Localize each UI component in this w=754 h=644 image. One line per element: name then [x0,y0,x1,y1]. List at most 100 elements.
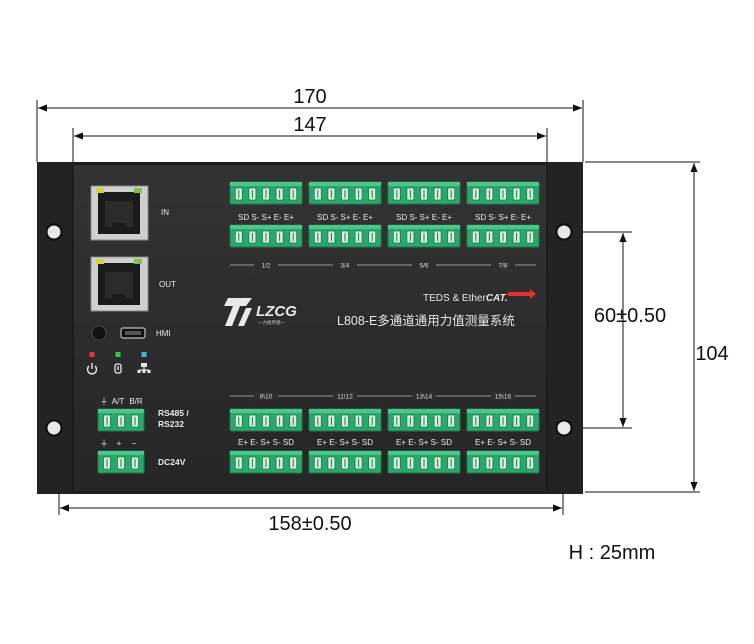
terminal-block-top [98,409,144,413]
power-pin-2: − [132,439,137,448]
terminal-block-top [388,409,460,413]
logo-mark-stroke [238,308,252,326]
group-label: 13\14 [416,393,433,400]
group-label-bg [333,261,357,269]
group-label: 3/4 [340,262,349,269]
out-label: OUT [159,280,176,289]
top-channel-terminals[interactable] [229,181,540,248]
terminal-bottom-row1-1[interactable] [308,408,382,432]
dim-total-width: 170 [293,86,326,108]
group-label-bg [333,392,357,400]
rs485-pin-0: ⏚ [100,397,108,406]
terminal-top-row2-1[interactable] [308,224,382,248]
bottom-pin-labels: E+ E- S+ S- SD E+ E- S+ S- SD E+ E- S+ S- … [238,438,531,447]
group-label-bg [412,392,436,400]
terminal-bottom-row1-0[interactable] [229,408,303,432]
bottom-channel-groups: 9\10 11\12 13\14 15\16 [230,392,536,400]
status-led [141,352,147,357]
terminal-top-row1-0[interactable] [229,181,303,205]
terminal-top-row2-2[interactable] [387,224,461,248]
terminal-block-top [309,409,381,413]
terminal-top-row1-3[interactable] [466,181,540,205]
status-indicators [86,352,151,375]
terminal-block-top [309,451,381,455]
group-label: 7/8 [498,262,507,269]
brand-logo: LZCG —力值传感— [224,298,297,326]
top-pin-label: SD S- S+ E- E+ [396,213,452,222]
terminal-bottom-row1-3[interactable] [466,408,540,432]
top-channel-groups: 1/2 3/4 5/6 7/8 [230,261,536,269]
dim-hole-spacing: 60±0.50 [594,305,666,327]
terminal-block-top [467,182,539,186]
terminal-top-row1-2[interactable] [387,181,461,205]
in-label: IN [161,208,169,217]
terminal-block-top [467,409,539,413]
group-label: 11\12 [337,393,353,400]
terminal-block-top [388,451,460,455]
group-label: 15\16 [495,393,512,400]
dim-inner-width: 147 [293,114,326,136]
terminal-bottom-row2-1[interactable] [308,450,382,474]
terminal-bottom-row1-2[interactable] [387,408,461,432]
power-pin-labels: ⏚ + − [100,439,137,448]
hmi-button[interactable] [91,325,107,341]
terminal-top-row2-3[interactable] [466,224,540,248]
bottom-channel-terminals[interactable] [229,408,540,474]
group-label-bg [412,261,436,269]
dim-thickness: H : 25mm [569,542,656,564]
rj45-out-port[interactable] [90,256,149,312]
terminal-block-top [230,182,302,186]
terminal-block-top [230,409,302,413]
power-pin-1: + [117,439,122,448]
power-terminal[interactable] [97,450,145,474]
rs485-pin-labels: ⏚ A/T B/R [100,397,143,406]
terminal-top-row1-1[interactable] [308,181,382,205]
terminal-block-top [388,182,460,186]
rs485-pin-1: A/T [112,397,125,406]
terminal-bottom-row2-3[interactable] [466,450,540,474]
terminal-top-row2-0[interactable] [229,224,303,248]
mini-usb-slot [125,331,141,335]
status-led [115,352,121,357]
logo-subtext: —力值传感— [258,319,285,326]
rj45-in-port[interactable] [90,185,149,241]
hmi-label: HMI [156,329,171,338]
run-icon [114,363,122,374]
top-pin-labels: SD S- S+ E- E+ SD S- S+ E- E+ SD S- S+ E- … [238,213,531,222]
rs485-terminal[interactable] [97,408,145,432]
power-pin-0: ⏚ [100,439,108,448]
terminal-block-top [388,225,460,229]
group-label-bg [491,392,515,400]
power-icon [86,363,98,375]
terminal-bottom-row2-0[interactable] [229,450,303,474]
dim-height: 104 [695,343,728,365]
bottom-pin-label: E+ E- S+ S- SD [396,438,452,447]
top-pin-label: SD S- S+ E- E+ [238,213,294,222]
ethercat-arrow-icon [508,289,536,299]
group-label: 9\10 [260,393,273,400]
terminal-block-top [467,225,539,229]
product-model: L808-E多通道通用力值测量系统 [337,313,515,328]
status-led [89,352,95,357]
network-icon [137,363,151,373]
rs485-label-line2: RS232 [158,419,184,429]
bottom-pin-label: E+ E- S+ S- SD [238,438,294,447]
bottom-pin-label: E+ E- S+ S- SD [475,438,531,447]
group-label-bg [491,261,515,269]
terminal-bottom-row2-2[interactable] [387,450,461,474]
rs485-terminal-block[interactable] [97,408,145,432]
logo-mark-icon [224,298,252,326]
teds-ethercat-label: TEDS & EtherCAT. [423,293,508,304]
rs485-label-line1: RS485 / [158,408,189,418]
group-label: 5/6 [419,262,428,269]
group-label: 1/2 [261,262,270,269]
dim-mount-spacing: 158±0.50 [268,513,351,535]
terminal-block-top [230,225,302,229]
power-terminal-block[interactable] [97,450,145,474]
bottom-pin-label: E+ E- S+ S- SD [317,438,373,447]
top-pin-label: SD S- S+ E- E+ [317,213,373,222]
terminal-block-top [309,182,381,186]
group-label-bg [254,261,278,269]
top-pin-label: SD S- S+ E- E+ [475,213,531,222]
